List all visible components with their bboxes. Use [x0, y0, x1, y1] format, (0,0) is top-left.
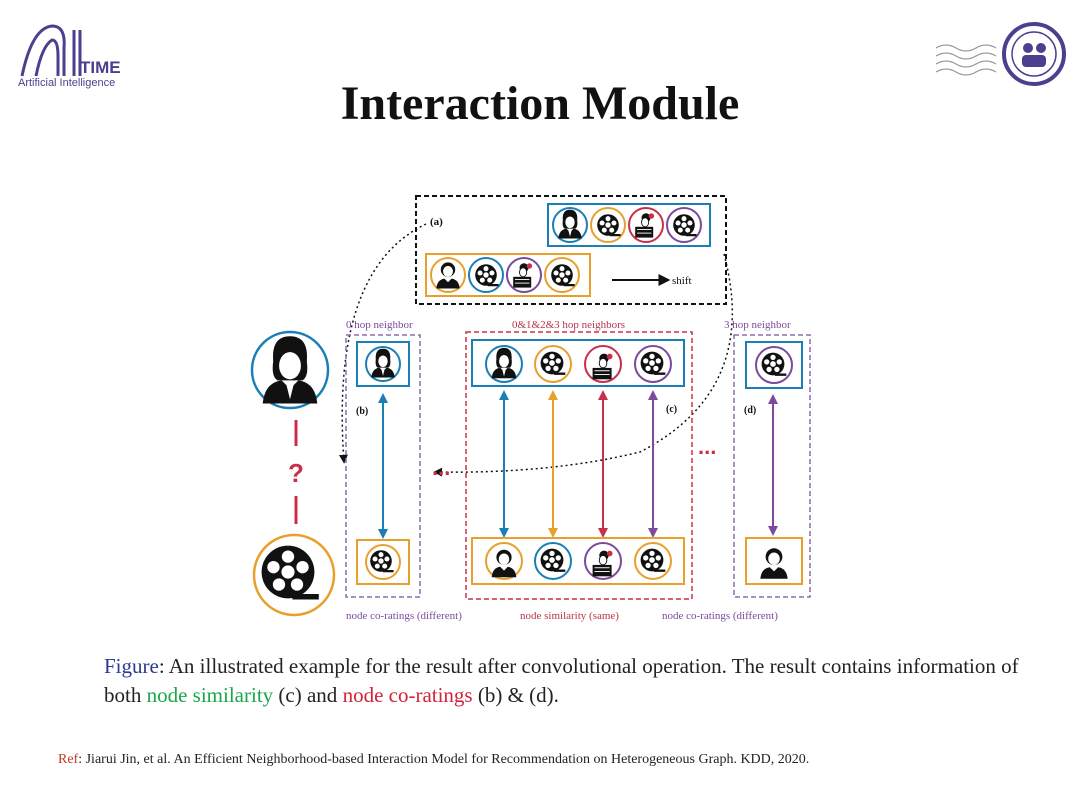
hop-all-label: 0&1&2&3 hop neighbors [512, 319, 625, 331]
group-c-box [465, 331, 693, 600]
group-b-user-node [365, 346, 401, 382]
group-c-bottom-movie-node [634, 542, 672, 580]
bottom-right-label: node co-ratings (different) [662, 610, 778, 622]
target-user-node [250, 330, 330, 410]
reference-label: Ref [58, 752, 79, 767]
group-c-bottom-row [471, 537, 685, 585]
reference: Ref: Jiarui Jin, et al. An Efficient Nei… [58, 752, 1058, 768]
panel-a-top-row [547, 203, 711, 247]
panel-a-bottom-reel-node [468, 257, 504, 293]
panel-a-bottom-user-node [430, 257, 466, 293]
reference-text: : Jiarui Jin, et al. An Efficient Neighb… [78, 752, 810, 767]
group-d-reel-node [755, 346, 793, 384]
panel-a-top-movie-node [590, 207, 626, 243]
group-c-top-movie-node [534, 345, 572, 383]
panel-a-box [415, 195, 727, 305]
caption-part2: (c) and [273, 683, 343, 707]
group-b-box [345, 334, 421, 598]
group-c-bottom-user3-node [584, 542, 622, 580]
group-d-top-box [745, 341, 803, 389]
group-c-bottom-user-node [485, 542, 523, 580]
group-d-bottom-box [745, 537, 803, 585]
shift-label: shift [672, 275, 692, 287]
group-c-top-user-node [485, 345, 523, 383]
ai-logo-icon [20, 24, 82, 77]
caption-node-coratings: node co-ratings [342, 683, 473, 707]
caption-node-similarity: node similarity [146, 683, 274, 707]
group-c-bottom-reel-node [534, 542, 572, 580]
group-c-top-row [471, 339, 685, 387]
seal-logo-icon [935, 22, 1066, 86]
dotted-arrow-to-b [338, 223, 427, 464]
group-b-top-box [356, 341, 410, 387]
panel-a-top-user3-node [628, 207, 664, 243]
group-b-bottom-box [356, 539, 410, 585]
logo-brand: TIME [80, 58, 121, 77]
panel-a-bottom-user3-node [506, 257, 542, 293]
interaction-diagram: (a) shift 0 hop neighbor 0&1&2&3 hop nei… [250, 195, 811, 622]
caption-part3: (b) & (d). [472, 683, 559, 707]
group-d-box [733, 334, 811, 598]
caption-figure-label: Figure [104, 654, 159, 678]
bottom-mid-label: node similarity (same) [520, 610, 619, 622]
ellipsis-left: ... [432, 455, 450, 480]
question-mark: ? [288, 458, 304, 488]
group-d-user-node [760, 548, 788, 579]
panel-a-top-reel-node [666, 207, 702, 243]
b-label: (b) [356, 406, 368, 417]
caption-part1: : An illustrated example for the result … [104, 654, 1019, 707]
panel-a-bottom-row [425, 253, 591, 297]
group-b-movie-node [365, 544, 401, 580]
target-movie-node [252, 533, 336, 617]
group-c-top-reel-node [634, 345, 672, 383]
page-title: Interaction Module [340, 77, 740, 130]
panel-a-bottom-movie-node [544, 257, 580, 293]
c-label: (c) [666, 404, 677, 415]
hop3-label: 3 hop neighbor [724, 319, 791, 331]
logo-subtitle: Artificial Intelligence [18, 77, 116, 89]
ellipsis-right: ... [698, 434, 716, 459]
group-c-top-user3-node [584, 345, 622, 383]
hop0-label: 0 hop neighbor [346, 319, 413, 331]
panel-a-label: (a) [430, 216, 443, 228]
d-label: (d) [744, 405, 756, 416]
panel-a-top-user-node [552, 207, 588, 243]
figure-caption: Figure: An illustrated example for the r… [104, 652, 1034, 710]
bottom-left-label: node co-ratings (different) [346, 610, 462, 622]
